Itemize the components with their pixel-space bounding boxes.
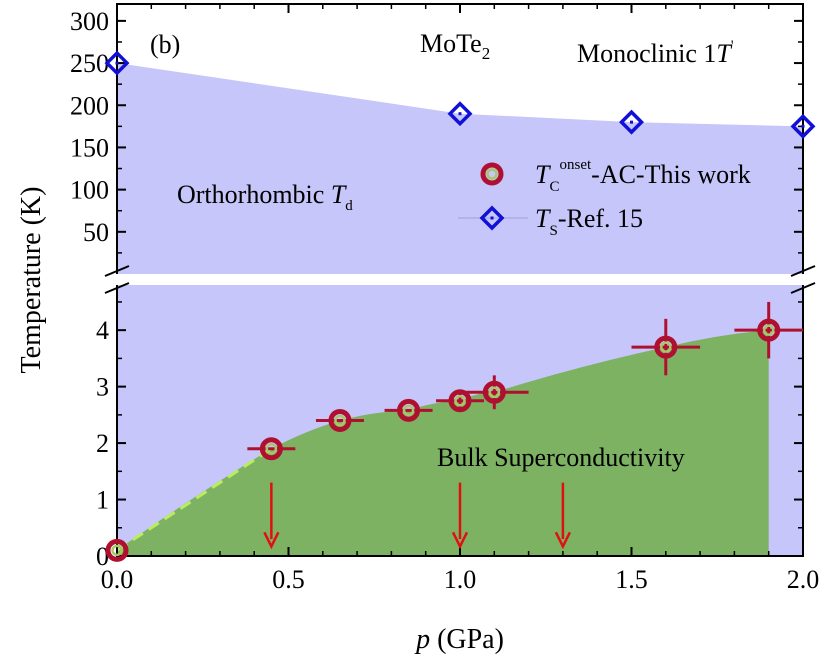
left-axis-break-mark-top [104,265,130,277]
x-tick-label: 1.0 [444,565,477,594]
legend-ts-marker-center [490,216,494,220]
orthorhombic-region-label: Orthorhombic Td [177,180,353,214]
panel-label: (b) [150,30,180,59]
legend-tc-marker [480,162,504,186]
material-label: MoTe2 [420,29,490,63]
tc-data-point [105,538,129,562]
tc-data-point-inner [488,386,501,399]
tc-data-point-inner [454,394,466,407]
legend-ts-label: TS-Ref. 15 [535,204,643,239]
x-tick-label: 0.0 [101,565,134,594]
tc-data-point [397,398,421,422]
y-upper-tick-label: 200 [70,91,109,120]
right-axis-break-mark-bottom [790,282,816,294]
material-subscript: 2 [482,44,491,63]
y-upper-tick-label: 250 [70,49,109,78]
y-upper-tick-label: 50 [83,218,109,247]
x-tick-label: 2.0 [787,565,820,594]
tc-data-point [328,409,352,432]
y-upper-tick-label: 300 [70,7,109,36]
x-tick-label: 1.5 [615,565,648,594]
monoclinic-region-label: Monoclinic 1T' [577,38,734,68]
tc-data-point-inner [402,404,415,417]
ts-data-point-center [115,61,119,65]
legend-tc-marker-inner [486,168,498,180]
ts-data-point [104,50,130,76]
ts-data-point [447,101,473,127]
y-upper-tick-label: 100 [70,176,109,205]
ts-data-point-center [801,124,805,128]
right-axis-break-mark-top [790,265,816,277]
superconductivity-region-label: Bulk Superconductivity [437,443,685,472]
y-lower-tick-label: 4 [96,316,109,345]
tc-data-point [482,380,506,404]
material-formula: MoTe [420,29,482,58]
y-lower-tick-label: 1 [96,486,109,515]
legend: TConset-AC-This work TS-Ref. 15 [458,157,751,239]
tc-data-point-inner [762,324,775,336]
y-lower-tick-label: 3 [96,373,109,402]
tc-data-point [259,437,283,461]
y-lower-tick-label: 2 [96,429,109,458]
tc-data-point [654,335,678,359]
y-axis-label: Temperature (K) [16,187,47,374]
pressure-arrow-head [263,531,280,550]
tc-data-point [757,318,781,342]
pressure-arrow-head [451,531,469,550]
x-axis-label: p (GPa) [414,624,504,655]
ts-data-point [619,109,644,135]
tc-data-point-inner [265,442,278,455]
pressure-arrow-head [554,531,572,550]
legend-ts-marker [479,205,505,231]
tc-extrapolation-dashed-line [117,447,273,552]
superconducting-region-area [117,330,769,556]
ts-data-point [790,113,816,139]
x-tick-label: 0.5 [272,565,305,594]
y-upper-tick-label: 150 [70,133,109,162]
data-marks [104,50,816,562]
ts-data-point-center [630,120,633,124]
legend-tc-label: TConset-AC-This work [535,157,751,195]
left-axis-break-mark-bottom [104,282,130,294]
tc-data-point-inner [334,414,346,427]
ts-data-point-center [458,112,462,116]
tc-data-point-inner [660,341,672,353]
upper-structural-region [117,63,803,274]
tc-data-point-inner [111,544,123,557]
orthorhombic-region-area [117,63,803,274]
